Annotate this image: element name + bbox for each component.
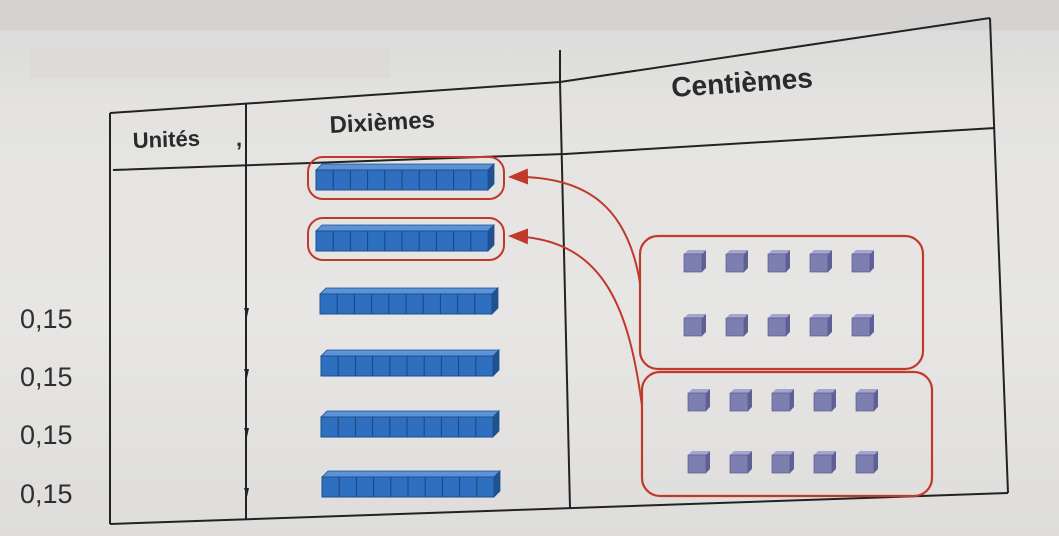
hundredth-cube xyxy=(851,314,874,337)
row-value-4: 0,15 xyxy=(20,479,73,509)
hundredth-cube xyxy=(855,451,878,474)
hundredth-cube xyxy=(729,389,752,412)
header-comma: , xyxy=(236,126,242,151)
hundredth-cube xyxy=(809,250,832,273)
hundredth-cube xyxy=(687,389,710,412)
hundredth-cube xyxy=(851,250,874,273)
hundredth-cube xyxy=(813,389,836,412)
tenth-rod xyxy=(315,224,495,252)
tenth-rod xyxy=(320,410,500,438)
row-value-2: 0,15 xyxy=(20,362,73,392)
hundredth-cube xyxy=(683,314,706,337)
hundredth-cube xyxy=(729,451,752,474)
hundredth-cube xyxy=(687,451,710,474)
comma-marker xyxy=(244,369,249,378)
comma-marker xyxy=(244,428,249,437)
header-hundredths: Centièmes xyxy=(670,62,813,103)
comma-markers xyxy=(244,308,249,497)
hundredth-cube xyxy=(813,451,836,474)
tenth-rod xyxy=(321,470,501,498)
tenth-rod xyxy=(319,287,499,315)
blank-label-strip xyxy=(30,46,390,78)
tenth-rod-highlight xyxy=(307,156,505,200)
hundredth-cube xyxy=(725,314,748,337)
exchange-arrow-2 xyxy=(508,228,643,407)
tenth-rods xyxy=(307,156,505,498)
header-tenths: Dixièmes xyxy=(329,107,436,139)
hundredth-cube xyxy=(767,314,790,337)
hundredth-cube xyxy=(683,250,706,273)
tenth-rod-highlight xyxy=(307,217,505,261)
table-outline xyxy=(109,17,1009,525)
row-value-3: 0,15 xyxy=(20,420,73,450)
hundredth-cube xyxy=(771,389,794,412)
hundredth-cube xyxy=(771,451,794,474)
hundredth-cube xyxy=(809,314,832,337)
exchange-arrows xyxy=(508,168,643,407)
tenth-rod xyxy=(315,163,495,191)
hundredth-cube xyxy=(767,250,790,273)
header-units: Unités xyxy=(132,126,200,153)
hundredth-cubes xyxy=(638,234,934,498)
hundredth-group-outline xyxy=(640,370,934,498)
hundredth-group-outline xyxy=(638,234,925,371)
comma-marker xyxy=(244,308,249,317)
hundredth-cube xyxy=(855,389,878,412)
comma-marker xyxy=(244,488,249,497)
row-value-1: 0,15 xyxy=(20,304,73,334)
exchange-arrow-1 xyxy=(508,168,641,284)
top-band xyxy=(0,0,1059,30)
tenth-rod xyxy=(320,349,500,377)
hundredth-cube xyxy=(725,250,748,273)
